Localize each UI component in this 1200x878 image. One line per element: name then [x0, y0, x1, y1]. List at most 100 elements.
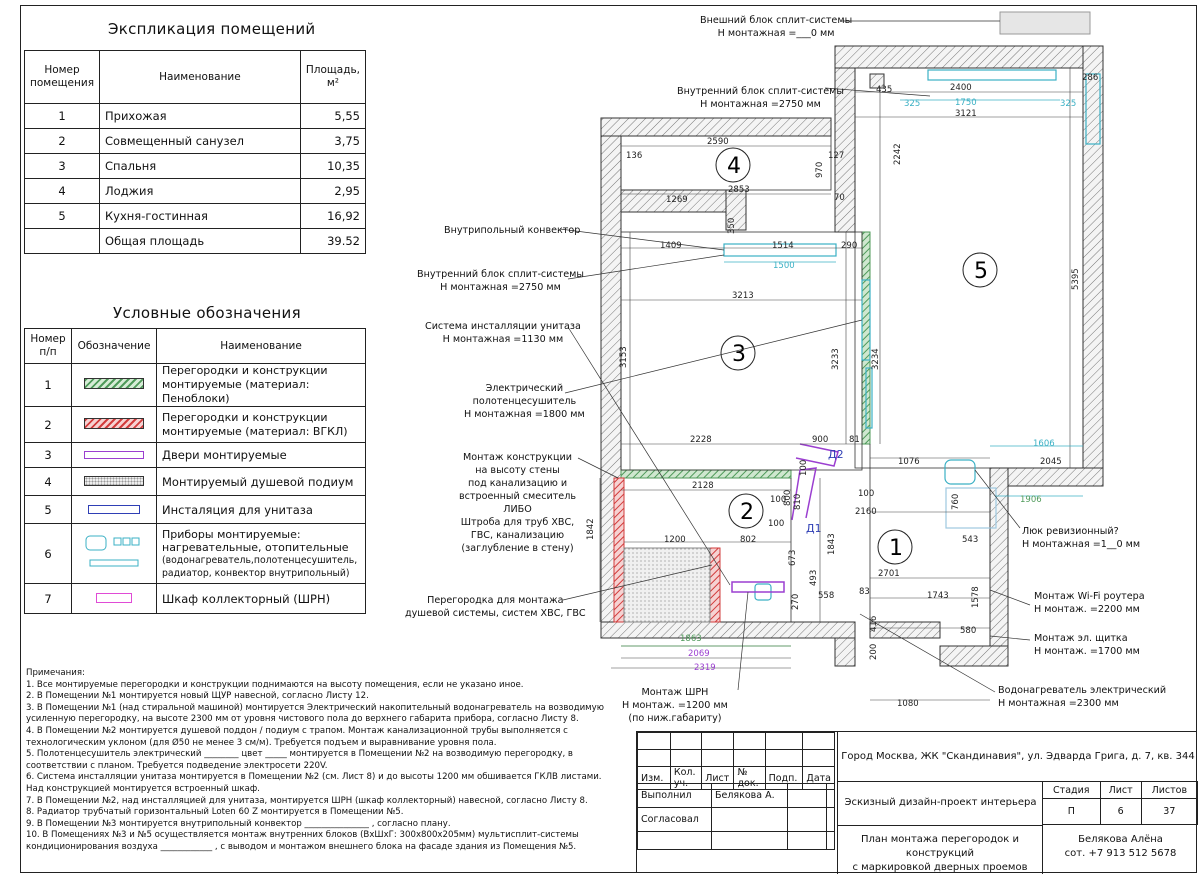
svg-text:325: 325 [904, 99, 920, 109]
room-area: 10,35 [299, 153, 367, 179]
svg-text:286: 286 [1082, 73, 1098, 83]
svg-text:810: 810 [793, 494, 803, 510]
svg-text:416: 416 [869, 616, 879, 632]
svg-text:3233: 3233 [831, 348, 841, 370]
svg-text:900: 900 [812, 435, 828, 445]
dimension-numbers: 2400 1750 325 325 435 286 3121 2590 136 … [586, 73, 1098, 709]
legend-header-num: Номер п/п [24, 328, 72, 364]
svg-text:800: 800 [783, 490, 793, 506]
svg-text:100: 100 [799, 460, 809, 476]
title-block: Изм. Кол. уч. Лист № док. Подп. Дата Вып… [636, 731, 1199, 874]
door-label-d1: Д1 [806, 522, 822, 535]
room-num: 3 [23, 153, 101, 179]
sheet-header: Лист [1099, 781, 1142, 799]
svg-text:1578: 1578 [971, 586, 981, 608]
svg-text:2128: 2128 [692, 481, 714, 491]
door-label-d2: Д2 [828, 448, 844, 461]
svg-text:100: 100 [770, 495, 786, 505]
svg-text:270: 270 [791, 594, 801, 610]
agreed-label: Согласовал [637, 807, 712, 832]
svg-text:2400: 2400 [950, 83, 972, 93]
svg-text:2701: 2701 [878, 569, 900, 579]
rooms-table-title: Экспликация помещений [108, 20, 316, 38]
notes: Примечания: 1. Все монтируемые перегород… [26, 668, 604, 852]
svg-text:558: 558 [818, 591, 834, 601]
partition-foam [620, 469, 792, 479]
stage-header: Стадия [1042, 781, 1101, 799]
total-area: 39.52 [299, 228, 367, 254]
svg-text:970: 970 [815, 162, 825, 178]
toilet-installation-symbol [88, 504, 140, 514]
svg-text:1514: 1514 [772, 241, 794, 251]
legend-row: 7 Шкаф коллекторный (ШРН) [24, 583, 366, 614]
svg-text:1906: 1906 [1020, 495, 1042, 505]
project-name: Эскизный дизайн-проект интерьера [837, 781, 1043, 826]
svg-text:802: 802 [740, 535, 756, 545]
leader-lines [559, 20, 1031, 693]
svg-text:543: 543 [962, 535, 978, 545]
performed-name: Белякова А. [710, 783, 789, 808]
svg-text:81: 81 [849, 435, 860, 445]
partition-gypsum [613, 477, 625, 623]
svg-text:1080: 1080 [897, 699, 919, 709]
svg-text:3121: 3121 [955, 109, 977, 119]
dim-cyan [724, 99, 1083, 497]
legend-title: Условные обозначения [113, 304, 301, 322]
callout-hatch: Люк ревизионный?Н монтажная =1__0 мм [1022, 526, 1141, 550]
svg-text:2045: 2045 [1040, 457, 1062, 467]
room-num-1: 1 [889, 536, 903, 561]
room-area: 16,92 [299, 203, 367, 229]
sheets-header: Листов [1140, 781, 1199, 799]
svg-text:1269: 1269 [666, 195, 688, 205]
svg-text:325: 325 [1060, 99, 1076, 109]
room-num: 2 [23, 128, 101, 154]
svg-text:127: 127 [828, 151, 844, 161]
appliances-symbol [85, 535, 140, 567]
svg-text:83: 83 [859, 587, 870, 597]
svg-text:2160: 2160 [855, 507, 877, 517]
room-num-5: 5 [974, 259, 988, 284]
svg-text:290: 290 [841, 241, 857, 251]
rooms-table: Номер помещения Наименование Площадь, м²… [23, 50, 367, 254]
room-name: Кухня-гостинная [99, 203, 301, 229]
svg-text:3213: 3213 [732, 291, 754, 301]
svg-text:493: 493 [809, 570, 819, 586]
toilet-install [731, 581, 785, 593]
door-symbol [84, 451, 144, 459]
svg-text:136: 136 [626, 151, 642, 161]
svg-text:200: 200 [869, 644, 879, 660]
svg-text:1863: 1863 [680, 634, 702, 644]
svg-text:5395: 5395 [1071, 268, 1081, 290]
svg-text:2069: 2069 [688, 649, 710, 659]
svg-text:580: 580 [960, 626, 976, 636]
address: Город Москва, ЖК "Скандинавия", ул. Эдва… [837, 732, 1198, 782]
svg-text:100: 100 [768, 519, 784, 529]
gypsum-symbol [84, 417, 144, 429]
room-name: Совмещенный санузел [99, 128, 301, 154]
svg-text:1200: 1200 [664, 535, 686, 545]
performed-label: Выполнил [637, 783, 712, 808]
svg-text:70: 70 [834, 193, 845, 203]
author-phone: сот. +7 913 512 5678 [1064, 848, 1177, 859]
room-area: 5,55 [299, 103, 367, 129]
svg-text:1750: 1750 [955, 98, 977, 108]
shower-podium [623, 547, 711, 623]
room-name: Прихожая [99, 103, 301, 129]
svg-text:100: 100 [858, 489, 874, 499]
room-area: 2,95 [299, 178, 367, 204]
room-num: 1 [23, 103, 101, 129]
